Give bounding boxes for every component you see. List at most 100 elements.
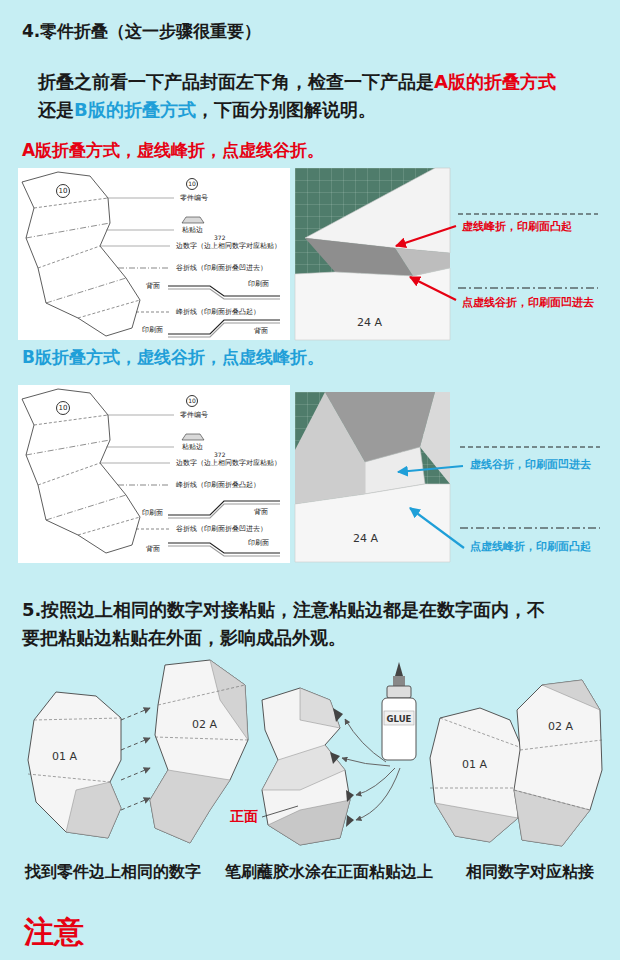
text-holder: 印刷面 xyxy=(142,509,163,517)
mat-grid xyxy=(295,168,450,340)
matching-edge-arrow xyxy=(121,798,150,810)
matching-edge-arrow xyxy=(121,738,150,750)
leader-line xyxy=(106,230,174,231)
photo-a-art xyxy=(295,168,450,340)
text-holder: 10 xyxy=(57,185,69,197)
text-holder: 01 A xyxy=(462,758,487,771)
step-caption: 相同数字对应粘接 xyxy=(466,862,594,881)
mountain-fold-symbol xyxy=(168,323,280,337)
intro-paragraph: 折叠之前看一下产品封面左下角，检查一下产品是A版的折叠方式还是B版的折叠方式，下… xyxy=(38,68,556,124)
piece-facet xyxy=(150,770,230,843)
photo-note: 虚线峰折，印刷面凸起 xyxy=(462,220,572,232)
step-caption: 找到零件边上相同的数字 xyxy=(25,862,201,881)
text-holder: 背面 xyxy=(254,327,268,335)
paper-piece: 01 A xyxy=(26,690,121,840)
step-caption: 笔刷蘸胶水涂在正面粘贴边上 xyxy=(225,862,433,881)
paper-face xyxy=(295,484,450,562)
mountain-fold-symbol xyxy=(168,501,280,515)
fold-line xyxy=(514,790,590,810)
diagram-panel: 零件编号粘贴边372边数字（边上相同数字对应粘贴）峰折线（印刷面折叠凸起）印刷面… xyxy=(18,385,290,563)
piece-outline-svg xyxy=(26,690,121,840)
paper-piece xyxy=(262,688,350,845)
panel-note: 谷折线（印刷面折叠凹进去） xyxy=(176,525,267,533)
fold-line xyxy=(158,685,245,705)
part-label: 02 A xyxy=(192,718,217,731)
panel-note: 372 xyxy=(214,451,225,458)
glue-step-art xyxy=(262,688,400,845)
warning-heading: 注意 xyxy=(24,914,84,949)
paper-face xyxy=(305,238,413,276)
matching-edge-arrow xyxy=(121,708,150,720)
highlight-text: B版的折叠方式 xyxy=(74,99,196,120)
text-holder: 印刷面 xyxy=(142,326,163,334)
text-holder: 边数字（边上相同数字对应粘贴） xyxy=(176,242,281,250)
piece-outline xyxy=(28,692,121,838)
panel-note: 零件编号 xyxy=(180,194,208,202)
glue-tab xyxy=(330,752,340,764)
tab-symbol xyxy=(182,434,204,440)
dashed-line-sample xyxy=(460,447,600,448)
text-holder: 零件编号 xyxy=(180,194,208,202)
fold-line xyxy=(46,278,126,303)
tab-symbol xyxy=(182,217,204,223)
panel-ground xyxy=(18,385,290,563)
pointer-arrow xyxy=(398,466,463,472)
paper-face xyxy=(295,268,450,340)
bottle-cap xyxy=(387,686,411,698)
piece-facet xyxy=(300,688,340,728)
panel-note: 粘贴边 xyxy=(182,226,203,234)
text-holder: 24 A xyxy=(353,532,378,545)
title-holder: 4.零件折叠（这一步骤很重要） xyxy=(22,21,261,41)
paper-face xyxy=(305,168,450,253)
fold-line xyxy=(26,440,110,455)
glue-tab xyxy=(346,790,354,802)
label-holder: 找到零件边上相同的数字 xyxy=(25,862,201,881)
panel-note: 印刷面 xyxy=(142,509,163,517)
glue-arrow xyxy=(345,719,386,762)
fold-line xyxy=(34,718,121,720)
pointer-arrow xyxy=(410,277,456,300)
cutting-mat xyxy=(295,168,450,340)
label-holder: 虚线峰折，印刷面凸起 xyxy=(462,220,572,233)
piece-facet xyxy=(435,803,518,842)
text-holder: 10 xyxy=(187,179,197,189)
paragraph-line: 折叠之前看一下产品封面左下角，检查一下产品是A版的折叠方式 xyxy=(38,68,556,96)
part-label: 24 A xyxy=(357,316,382,329)
text-holder: 粘贴边 xyxy=(182,226,203,234)
leader-line xyxy=(100,246,170,247)
panel-ground xyxy=(18,168,290,340)
piece-outline xyxy=(514,680,602,846)
leader-line xyxy=(106,198,174,199)
text-holder: 24 A xyxy=(357,316,382,329)
photo-note: 点虚线谷折，印刷面凹进去 xyxy=(462,296,594,308)
mat-grid xyxy=(295,392,450,562)
panel-a-art xyxy=(18,168,290,340)
mountain-fold-symbol xyxy=(168,320,280,334)
text-holder: 峰折线（印刷面折叠凸起） xyxy=(176,481,260,489)
section-subheading: A版折叠方式，虚线峰折，点虚线谷折。 xyxy=(22,140,324,160)
cutting-mat xyxy=(295,392,450,562)
text-holder: 背面 xyxy=(254,508,268,516)
bottle-neck xyxy=(393,676,405,686)
text-holder: 10 xyxy=(187,396,197,406)
panel-note: 372 xyxy=(214,234,225,241)
panel-note: 粘贴边 xyxy=(182,443,203,451)
part-number: 10 xyxy=(59,405,68,412)
bottle-label: GLUE xyxy=(387,714,412,724)
piece-outline-svg xyxy=(430,708,522,842)
leader-line xyxy=(118,485,170,486)
part-number: 10 xyxy=(188,398,196,404)
highlight-text: A版的折叠方式 xyxy=(434,71,556,92)
panel-b-art xyxy=(18,385,290,563)
part-label: 02 A xyxy=(548,720,573,733)
text-holder: 零件编号 xyxy=(180,411,208,419)
panel-note: 印刷面 xyxy=(248,280,269,288)
leader-line xyxy=(262,806,298,817)
piece-outline-svg xyxy=(512,680,602,846)
photo-note: 虚线谷折，印刷面凹进去 xyxy=(470,458,591,470)
label-holder: 相同数字对应粘接 xyxy=(466,862,594,881)
diagram-panel: 零件编号粘贴边372边数字（边上相同数字对应粘贴）谷折线（印刷面折叠凹进去）印刷… xyxy=(18,168,290,340)
body-text: 折叠之前看一下产品封面左下角，检查一下产品是 xyxy=(38,71,434,92)
panel-note: 零件编号 xyxy=(180,411,208,419)
